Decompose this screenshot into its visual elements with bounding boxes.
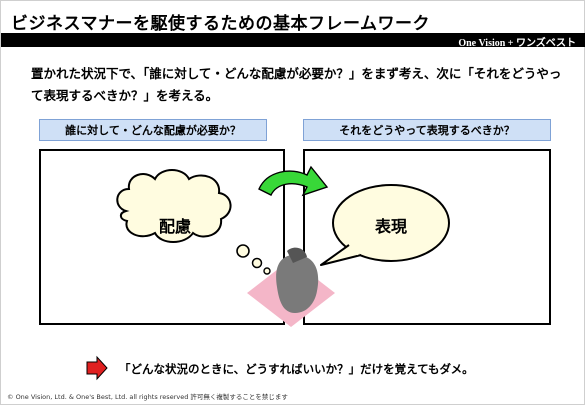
bottom-message: 「どんな状況のときに、どうすればいいか？」だけを覚えてもダメ。 (119, 362, 474, 376)
footer-copyright: © One Vision, Ltd. & One's Best, Ltd. al… (7, 393, 288, 401)
left-bubble-text: 配慮 (159, 217, 192, 236)
title-bar (1, 33, 585, 47)
brand-label: One Vision + ワンズベスト (458, 38, 576, 49)
right-label: それをどうやって表現するべきか？ (303, 119, 551, 141)
left-panel (39, 149, 285, 325)
red-arrow-icon (86, 355, 108, 381)
slide-title: ビジネスマナーを駆使するための基本フレームワーク (11, 14, 430, 34)
right-panel (303, 149, 551, 325)
right-bubble-text: 表現 (375, 217, 408, 236)
lead-text: 置かれた状況下で、「誰に対して・どんな配慮が必要か？」をまず考え、次に「それをど… (31, 66, 562, 103)
left-label: 誰に対して・どんな配慮が必要か？ (39, 119, 267, 141)
